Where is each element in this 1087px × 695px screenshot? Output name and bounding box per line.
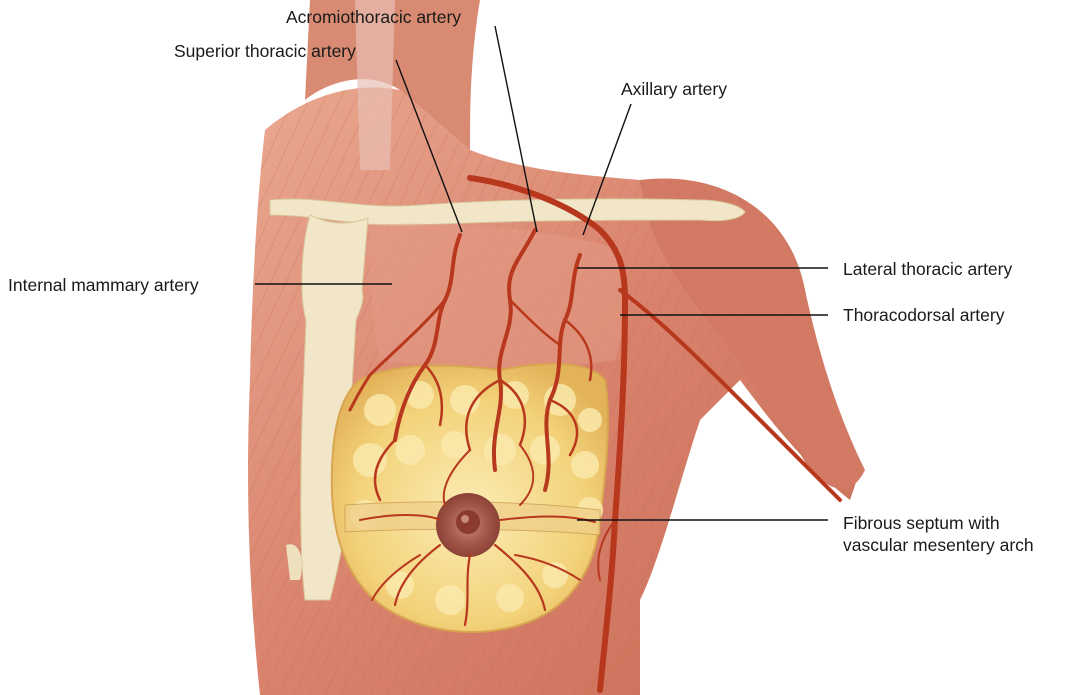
label-thoracodorsal-artery: Thoracodorsal artery: [843, 304, 1004, 326]
label-superior-thoracic-artery: Superior thoracic artery: [174, 40, 356, 62]
label-fibrous-septum-line2: vascular mesentery arch: [843, 534, 1087, 556]
label-lateral-thoracic-artery: Lateral thoracic artery: [843, 258, 1012, 280]
label-internal-mammary-artery: Internal mammary artery: [8, 274, 199, 296]
label-fibrous-septum: Fibrous septum with vascular mesentery a…: [843, 512, 1087, 556]
nipple: [456, 510, 480, 534]
label-fibrous-septum-line1: Fibrous septum with: [843, 512, 1087, 534]
label-acromiothoracic-artery: Acromiothoracic artery: [286, 6, 461, 28]
label-axillary-artery: Axillary artery: [621, 78, 727, 100]
